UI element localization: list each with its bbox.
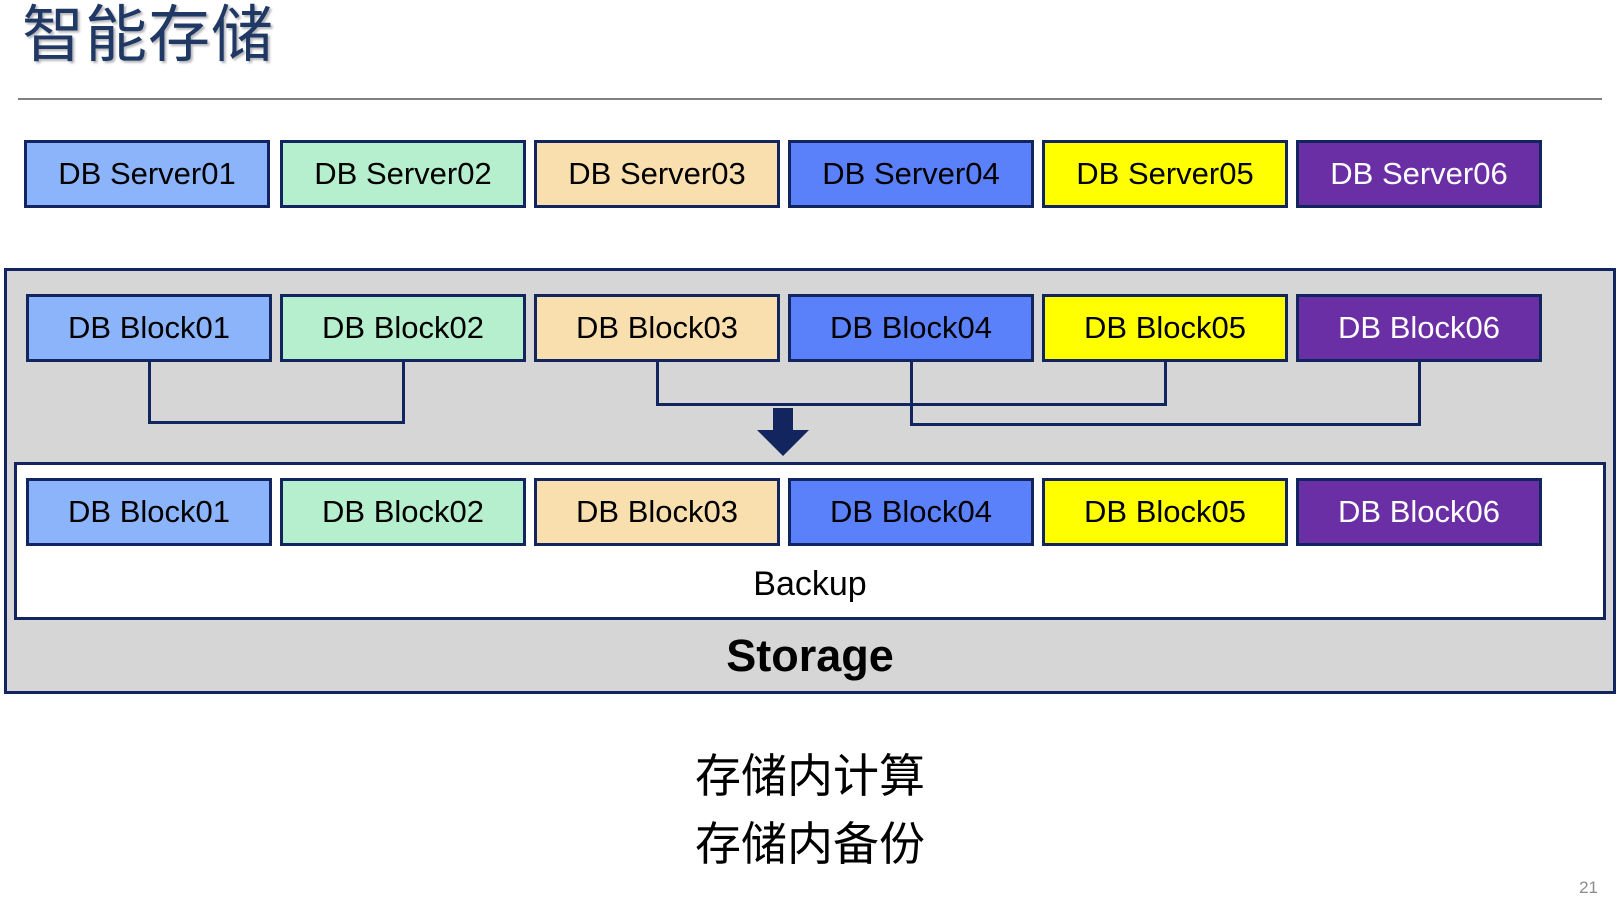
page-number: 21 — [1579, 878, 1598, 897]
db-block-primary-3[interactable]: DB Block03 — [534, 294, 780, 362]
db-block-backup-4[interactable]: DB Block04 — [788, 478, 1034, 546]
caption-line-2: 存储内备份 — [695, 818, 925, 870]
connector-block01-down — [148, 362, 151, 424]
page-title: 智能存储 — [22, 1, 275, 70]
db-block-primary-label: DB Block03 — [576, 310, 738, 345]
db-block-backup-3[interactable]: DB Block03 — [534, 478, 780, 546]
storage-label: Storage — [726, 630, 894, 681]
db-block-primary-label: DB Block04 — [830, 310, 992, 345]
flow-down-arrow — [757, 408, 809, 456]
connector-block06-down — [1418, 362, 1421, 426]
connector-block01-02-join — [148, 421, 405, 424]
db-block-primary-6[interactable]: DB Block06 — [1296, 294, 1542, 362]
connector-block05-down — [1164, 362, 1167, 406]
db-server-6[interactable]: DB Server06 — [1296, 140, 1542, 208]
db-block-primary-2[interactable]: DB Block02 — [280, 294, 526, 362]
db-block-backup-6[interactable]: DB Block06 — [1296, 478, 1542, 546]
backup-label: Backup — [753, 565, 867, 603]
db-block-backup-label: DB Block04 — [830, 494, 992, 529]
db-server-5[interactable]: DB Server05 — [1042, 140, 1288, 208]
db-block-backup-label: DB Block02 — [322, 494, 484, 529]
db-server-label: DB Server05 — [1076, 156, 1254, 191]
db-server-3[interactable]: DB Server03 — [534, 140, 780, 208]
db-server-label: DB Server06 — [1330, 156, 1508, 191]
connector-block04-down — [910, 362, 913, 426]
db-block-backup-1[interactable]: DB Block01 — [26, 478, 272, 546]
db-server-label: DB Server04 — [822, 156, 1000, 191]
db-block-primary-5[interactable]: DB Block05 — [1042, 294, 1288, 362]
db-server-1[interactable]: DB Server01 — [24, 140, 270, 208]
db-server-label: DB Server03 — [568, 156, 746, 191]
db-server-label: DB Server01 — [58, 156, 236, 191]
db-block-primary-4[interactable]: DB Block04 — [788, 294, 1034, 362]
caption-line-1: 存储内计算 — [695, 750, 925, 802]
db-server-label: DB Server02 — [314, 156, 492, 191]
db-block-primary-label: DB Block01 — [68, 310, 230, 345]
connector-block02-down — [402, 362, 405, 424]
db-block-backup-5[interactable]: DB Block05 — [1042, 478, 1288, 546]
db-server-4[interactable]: DB Server04 — [788, 140, 1034, 208]
db-server-2[interactable]: DB Server02 — [280, 140, 526, 208]
db-block-backup-label: DB Block01 — [68, 494, 230, 529]
db-block-primary-label: DB Block02 — [322, 310, 484, 345]
title-divider — [18, 98, 1602, 100]
db-block-backup-label: DB Block03 — [576, 494, 738, 529]
connector-block04-06-join — [910, 423, 1421, 426]
db-block-primary-label: DB Block05 — [1084, 310, 1246, 345]
db-block-backup-label: DB Block06 — [1338, 494, 1500, 529]
db-block-backup-2[interactable]: DB Block02 — [280, 478, 526, 546]
db-block-backup-label: DB Block05 — [1084, 494, 1246, 529]
connector-block03-down — [656, 362, 659, 406]
db-block-primary-label: DB Block06 — [1338, 310, 1500, 345]
db-block-primary-1[interactable]: DB Block01 — [26, 294, 272, 362]
